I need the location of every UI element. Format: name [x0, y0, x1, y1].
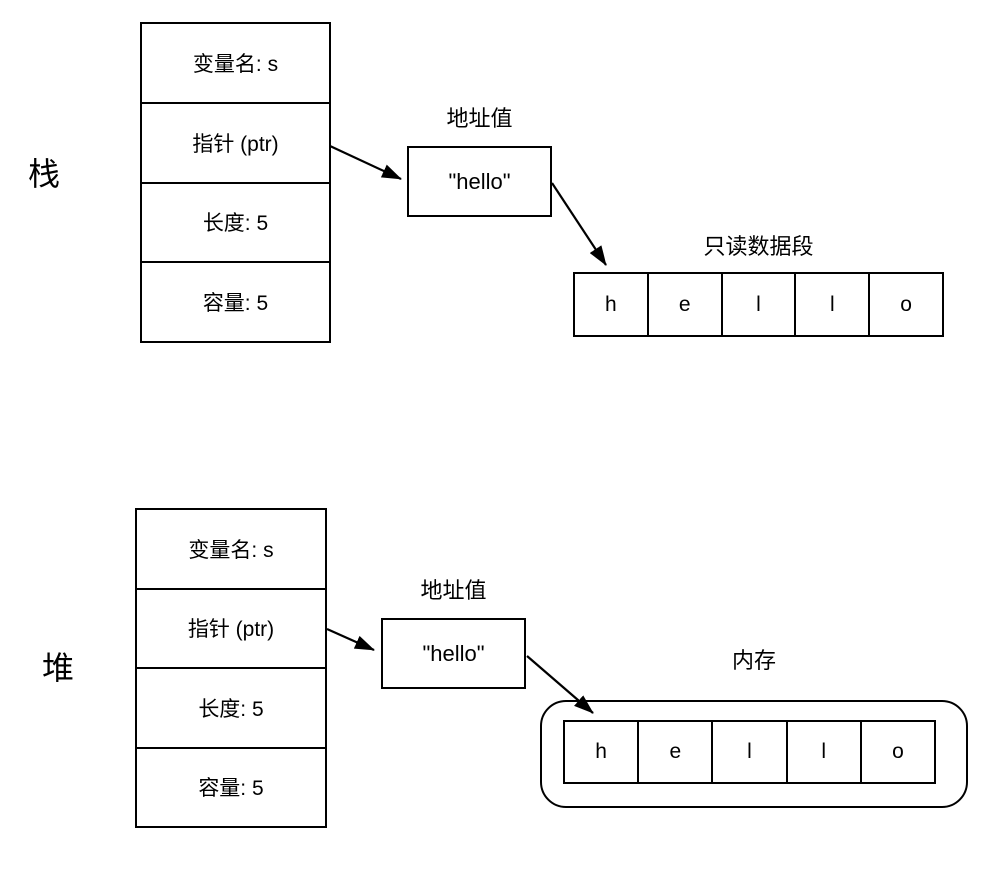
stack-row-varname: 变量名: s [142, 24, 329, 104]
heap-row-varname: 变量名: s [137, 510, 325, 590]
stack-char-array: h e l l o [573, 272, 944, 337]
char-cell: h [575, 274, 649, 335]
char-cell: l [723, 274, 797, 335]
memory-label: 内存 [731, 648, 776, 673]
heap-address-value-box: "hello" [381, 618, 526, 689]
char-cell: h [565, 722, 640, 782]
stack-row-length: 长度: 5 [142, 183, 329, 264]
char-cell: e [649, 274, 723, 335]
char-cell: l [713, 722, 788, 782]
heap-char-array: h e l l o [563, 720, 936, 784]
char-cell: e [639, 722, 714, 782]
arrow-stack-ptr-to-address [329, 145, 402, 180]
heap-struct-box: 变量名: s 指针 (ptr) 长度: 5 容量: 5 [135, 508, 327, 828]
heap-address-label: 地址值 [420, 578, 487, 603]
heap-row-capacity: 容量: 5 [137, 748, 325, 826]
char-cell: o [900, 292, 912, 316]
stack-side-label: 栈 [28, 156, 62, 192]
stack-struct-box: 变量名: s 指针 (ptr) 长度: 5 容量: 5 [140, 22, 331, 343]
heap-row-length: 长度: 5 [137, 669, 325, 749]
heap-row-pointer: 指针 (ptr) [137, 589, 325, 669]
char-cell: o [892, 740, 904, 763]
arrow-heap-ptr-to-address [326, 627, 375, 652]
stack-address-value-box: "hello" [407, 146, 552, 217]
stack-row-capacity: 容量: 5 [142, 263, 329, 341]
char-cell: l [788, 722, 862, 782]
readonly-segment-label: 只读数据段 [703, 234, 814, 259]
heap-side-label: 堆 [42, 650, 76, 686]
stack-row-pointer: 指针 (ptr) [142, 103, 329, 184]
stack-address-label: 地址值 [446, 106, 513, 131]
char-cell: l [796, 274, 871, 335]
